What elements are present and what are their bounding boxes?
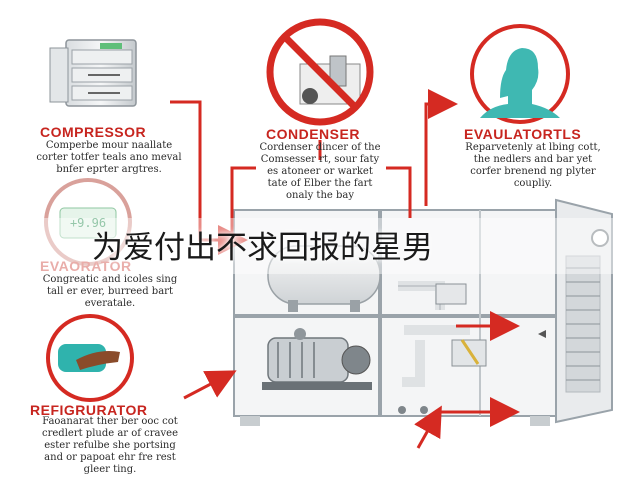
arrow-condenser-right [386, 166, 412, 218]
arrow-refrigerator [183, 370, 237, 400]
label-compressor-title: COMPRESSOR [40, 124, 147, 140]
label-refigrurator-title: REFIGRURATOR [30, 402, 148, 418]
label-evaorator-title: EVAORATOR [40, 258, 132, 274]
label-condenser-desc: Cordenser dincer of the Comsesser rt, so… [259, 142, 381, 201]
arrow-bottom [414, 405, 442, 449]
label-evaorator-desc: Congreatic and icoles sing tall er ever,… [42, 274, 178, 309]
label-refigrurator-desc: Faoanarat ther ber ooc cot credlert plud… [42, 416, 178, 475]
pipe-icon [398, 281, 487, 414]
arrow-compressor [170, 100, 248, 255]
label-evaporator-desc: Reparvetenly at lbing cott, the nedlers … [465, 142, 601, 189]
display-readout: +9.96 [69, 216, 107, 230]
caption-band [0, 218, 640, 274]
arrow-condenser-left [230, 166, 256, 240]
label-compressor-desc: Comperbe mour naallate corter totfer tea… [36, 140, 182, 175]
overlay-caption: 为爱付出不求回报的星男 [92, 230, 433, 266]
person-head-icon [470, 24, 570, 124]
no-sign-icon [266, 18, 374, 126]
arrow-evaporator-up [424, 89, 458, 206]
hand-icon [46, 314, 134, 402]
cabinet-icon [49, 39, 137, 107]
tank-icon [267, 245, 381, 312]
motor-icon [262, 328, 372, 390]
display-icon [44, 178, 132, 266]
label-condenser-title: CONDENSER [266, 126, 360, 142]
connector-arrows [170, 89, 520, 449]
label-evaporator-title: EVAULATORTLS [464, 126, 582, 142]
